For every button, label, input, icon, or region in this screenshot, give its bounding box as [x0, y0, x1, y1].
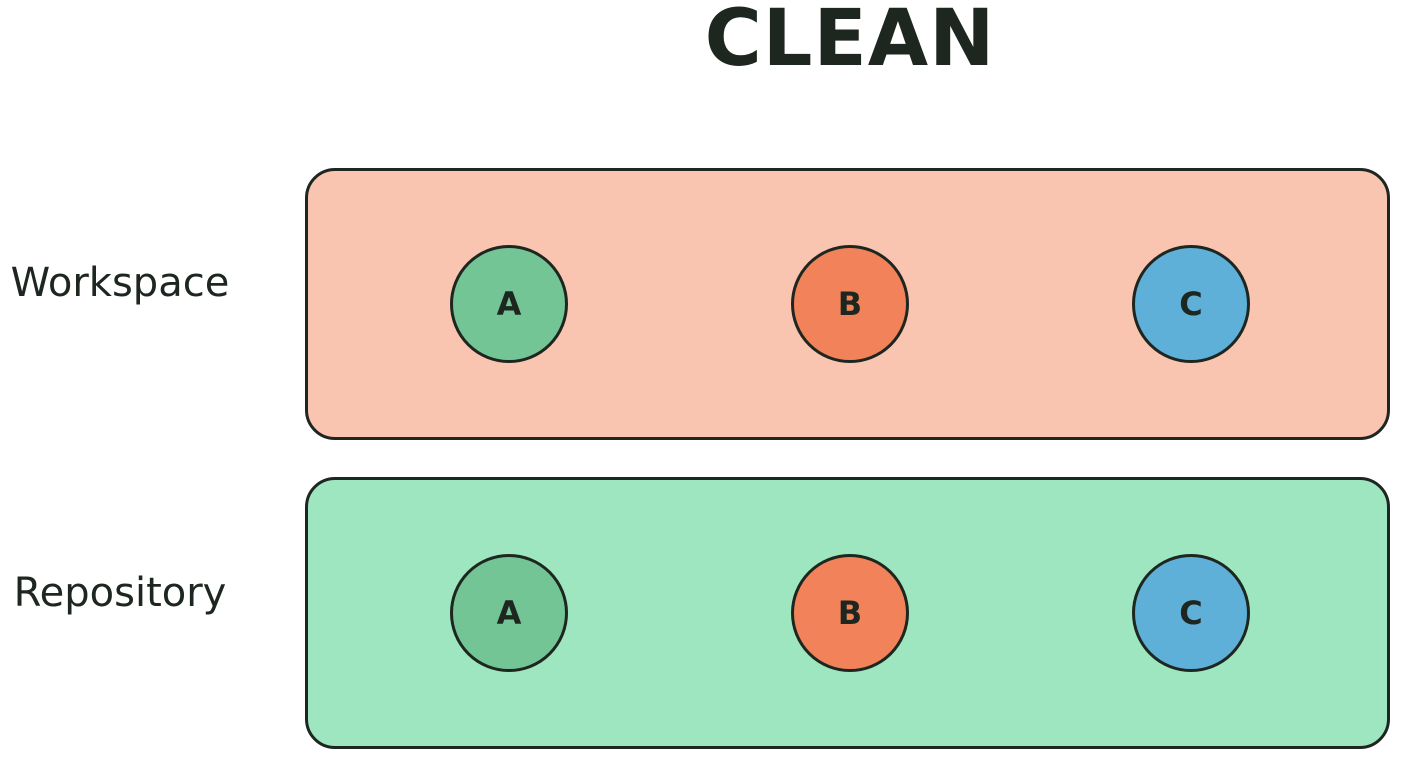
repository-node-b: B [791, 554, 909, 672]
workspace-panel: A B C [305, 168, 1390, 440]
workspace-node-b: B [791, 245, 909, 363]
workspace-node-a: A [450, 245, 568, 363]
workspace-label: Workspace [10, 260, 230, 306]
repository-label: Repository [13, 570, 227, 616]
repository-node-a: A [450, 554, 568, 672]
repository-panel: A B C [305, 477, 1390, 749]
diagram-title: CLEAN [704, 0, 996, 84]
workspace-node-c: C [1132, 245, 1250, 363]
repository-node-c: C [1132, 554, 1250, 672]
